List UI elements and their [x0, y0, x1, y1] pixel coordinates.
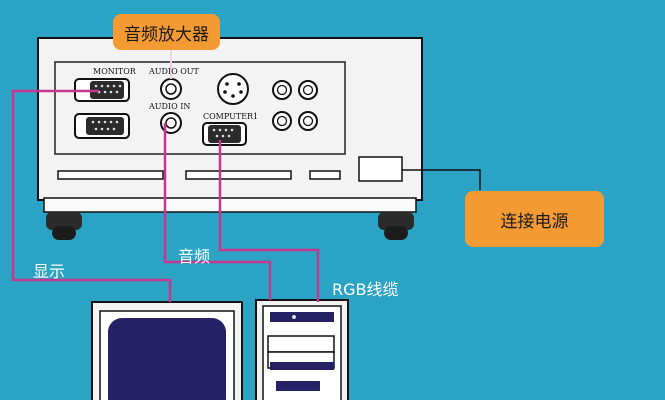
- audio-out-label: AUDIO OUT: [148, 67, 199, 76]
- foot-left: [46, 212, 82, 240]
- audio-in-label: AUDIO IN: [148, 102, 190, 111]
- power-socket: [358, 156, 403, 182]
- audio-cable: [163, 123, 272, 300]
- vent-slot-3: [309, 170, 341, 180]
- vga-port-icon: [74, 113, 130, 139]
- audio-out-jack-icon: [160, 78, 182, 100]
- s-video-port-icon: [217, 73, 249, 105]
- amplifier-label-text: 音频放大器: [124, 24, 209, 45]
- vent-slot-2: [185, 170, 292, 180]
- foot-right: [378, 212, 414, 240]
- projector-base: [43, 197, 417, 213]
- monitor-device: [91, 301, 243, 400]
- monitor-port-label: MONITOR: [93, 67, 137, 76]
- display-cable: [11, 89, 172, 302]
- computer1-port-label: COMPUTER1: [203, 112, 258, 121]
- port-panel: [54, 61, 346, 155]
- rgb-cable-label: RGB线缆: [332, 280, 399, 299]
- power-cable: [402, 169, 481, 190]
- amplifier-label: 音频放大器: [113, 14, 220, 50]
- power-label: 连接电源: [465, 191, 604, 247]
- power-label-text: 连接电源: [500, 211, 569, 232]
- monitor-screen: [108, 318, 226, 400]
- pc-tower: [255, 299, 349, 400]
- projector: [37, 37, 423, 240]
- rgb-cable: [218, 140, 320, 302]
- computer1-port-icon: [202, 122, 247, 146]
- rca-jacks-icon: [272, 80, 318, 131]
- display-cable-label: 显示: [33, 262, 66, 281]
- audio-cable-label: 音频: [178, 247, 211, 266]
- cables: [11, 89, 320, 302]
- vent-slot-1: [57, 170, 164, 180]
